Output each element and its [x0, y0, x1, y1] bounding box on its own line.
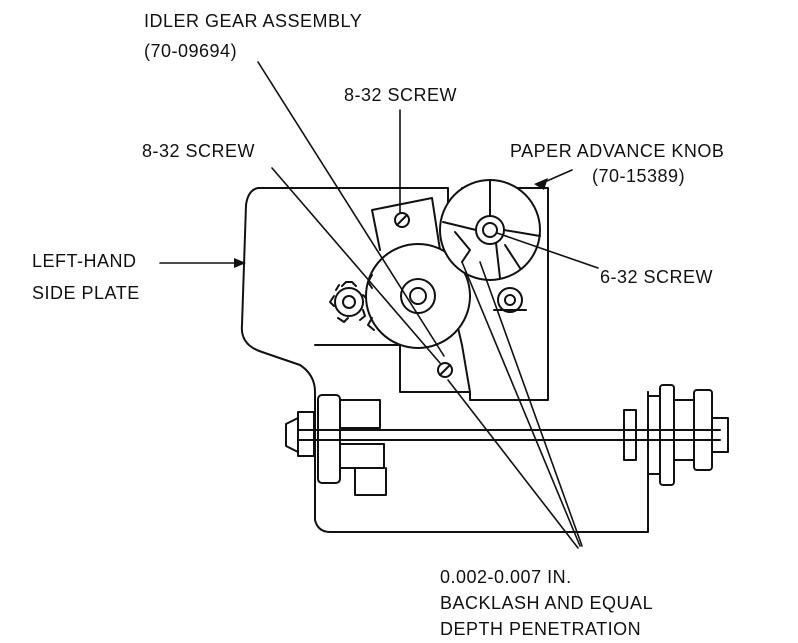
leader-6-32-screw: [496, 232, 599, 269]
lower-screw: [437, 362, 453, 378]
label-idler-gear-part-number: (70-09694): [144, 41, 238, 61]
label-idler-gear: IDLER GEAR ASSEMBLY: [144, 11, 363, 31]
lower-bracket: [314, 344, 649, 521]
label-backlash-line2: BACKLASH AND EQUAL: [440, 593, 654, 613]
label-backlash-line1: 0.002-0.007 IN.: [440, 567, 572, 587]
leader-left-screw: [271, 167, 441, 364]
label-backlash-line3: DEPTH PENETRATION: [440, 619, 642, 639]
left-shaft-hub: [317, 394, 387, 496]
label-upper-screw: 8-32 SCREW: [344, 85, 458, 105]
pinion-gear: [329, 281, 368, 323]
label-side-plate-line1: LEFT-HAND: [32, 251, 137, 271]
label-6-32-screw: 6-32 SCREW: [600, 267, 714, 287]
paper-advance-knob: [439, 179, 541, 281]
leader-paper-knob: [539, 169, 573, 185]
label-paper-knob: PAPER ADVANCE KNOB: [510, 141, 725, 161]
upper-screw: [394, 212, 410, 228]
platen-shaft: [285, 411, 721, 457]
leader-lines: [239, 61, 599, 549]
label-side-plate-line2: SIDE PLATE: [32, 283, 140, 303]
arrow-side-plate: [234, 258, 246, 268]
right-shaft-gear: [623, 384, 729, 486]
plate-eyelet: [493, 287, 527, 313]
label-left-screw: 8-32 SCREW: [142, 141, 256, 161]
label-paper-knob-part-number: (70-15389): [592, 166, 686, 186]
side-plate: [240, 187, 649, 533]
leader-idler-gear: [257, 61, 445, 357]
